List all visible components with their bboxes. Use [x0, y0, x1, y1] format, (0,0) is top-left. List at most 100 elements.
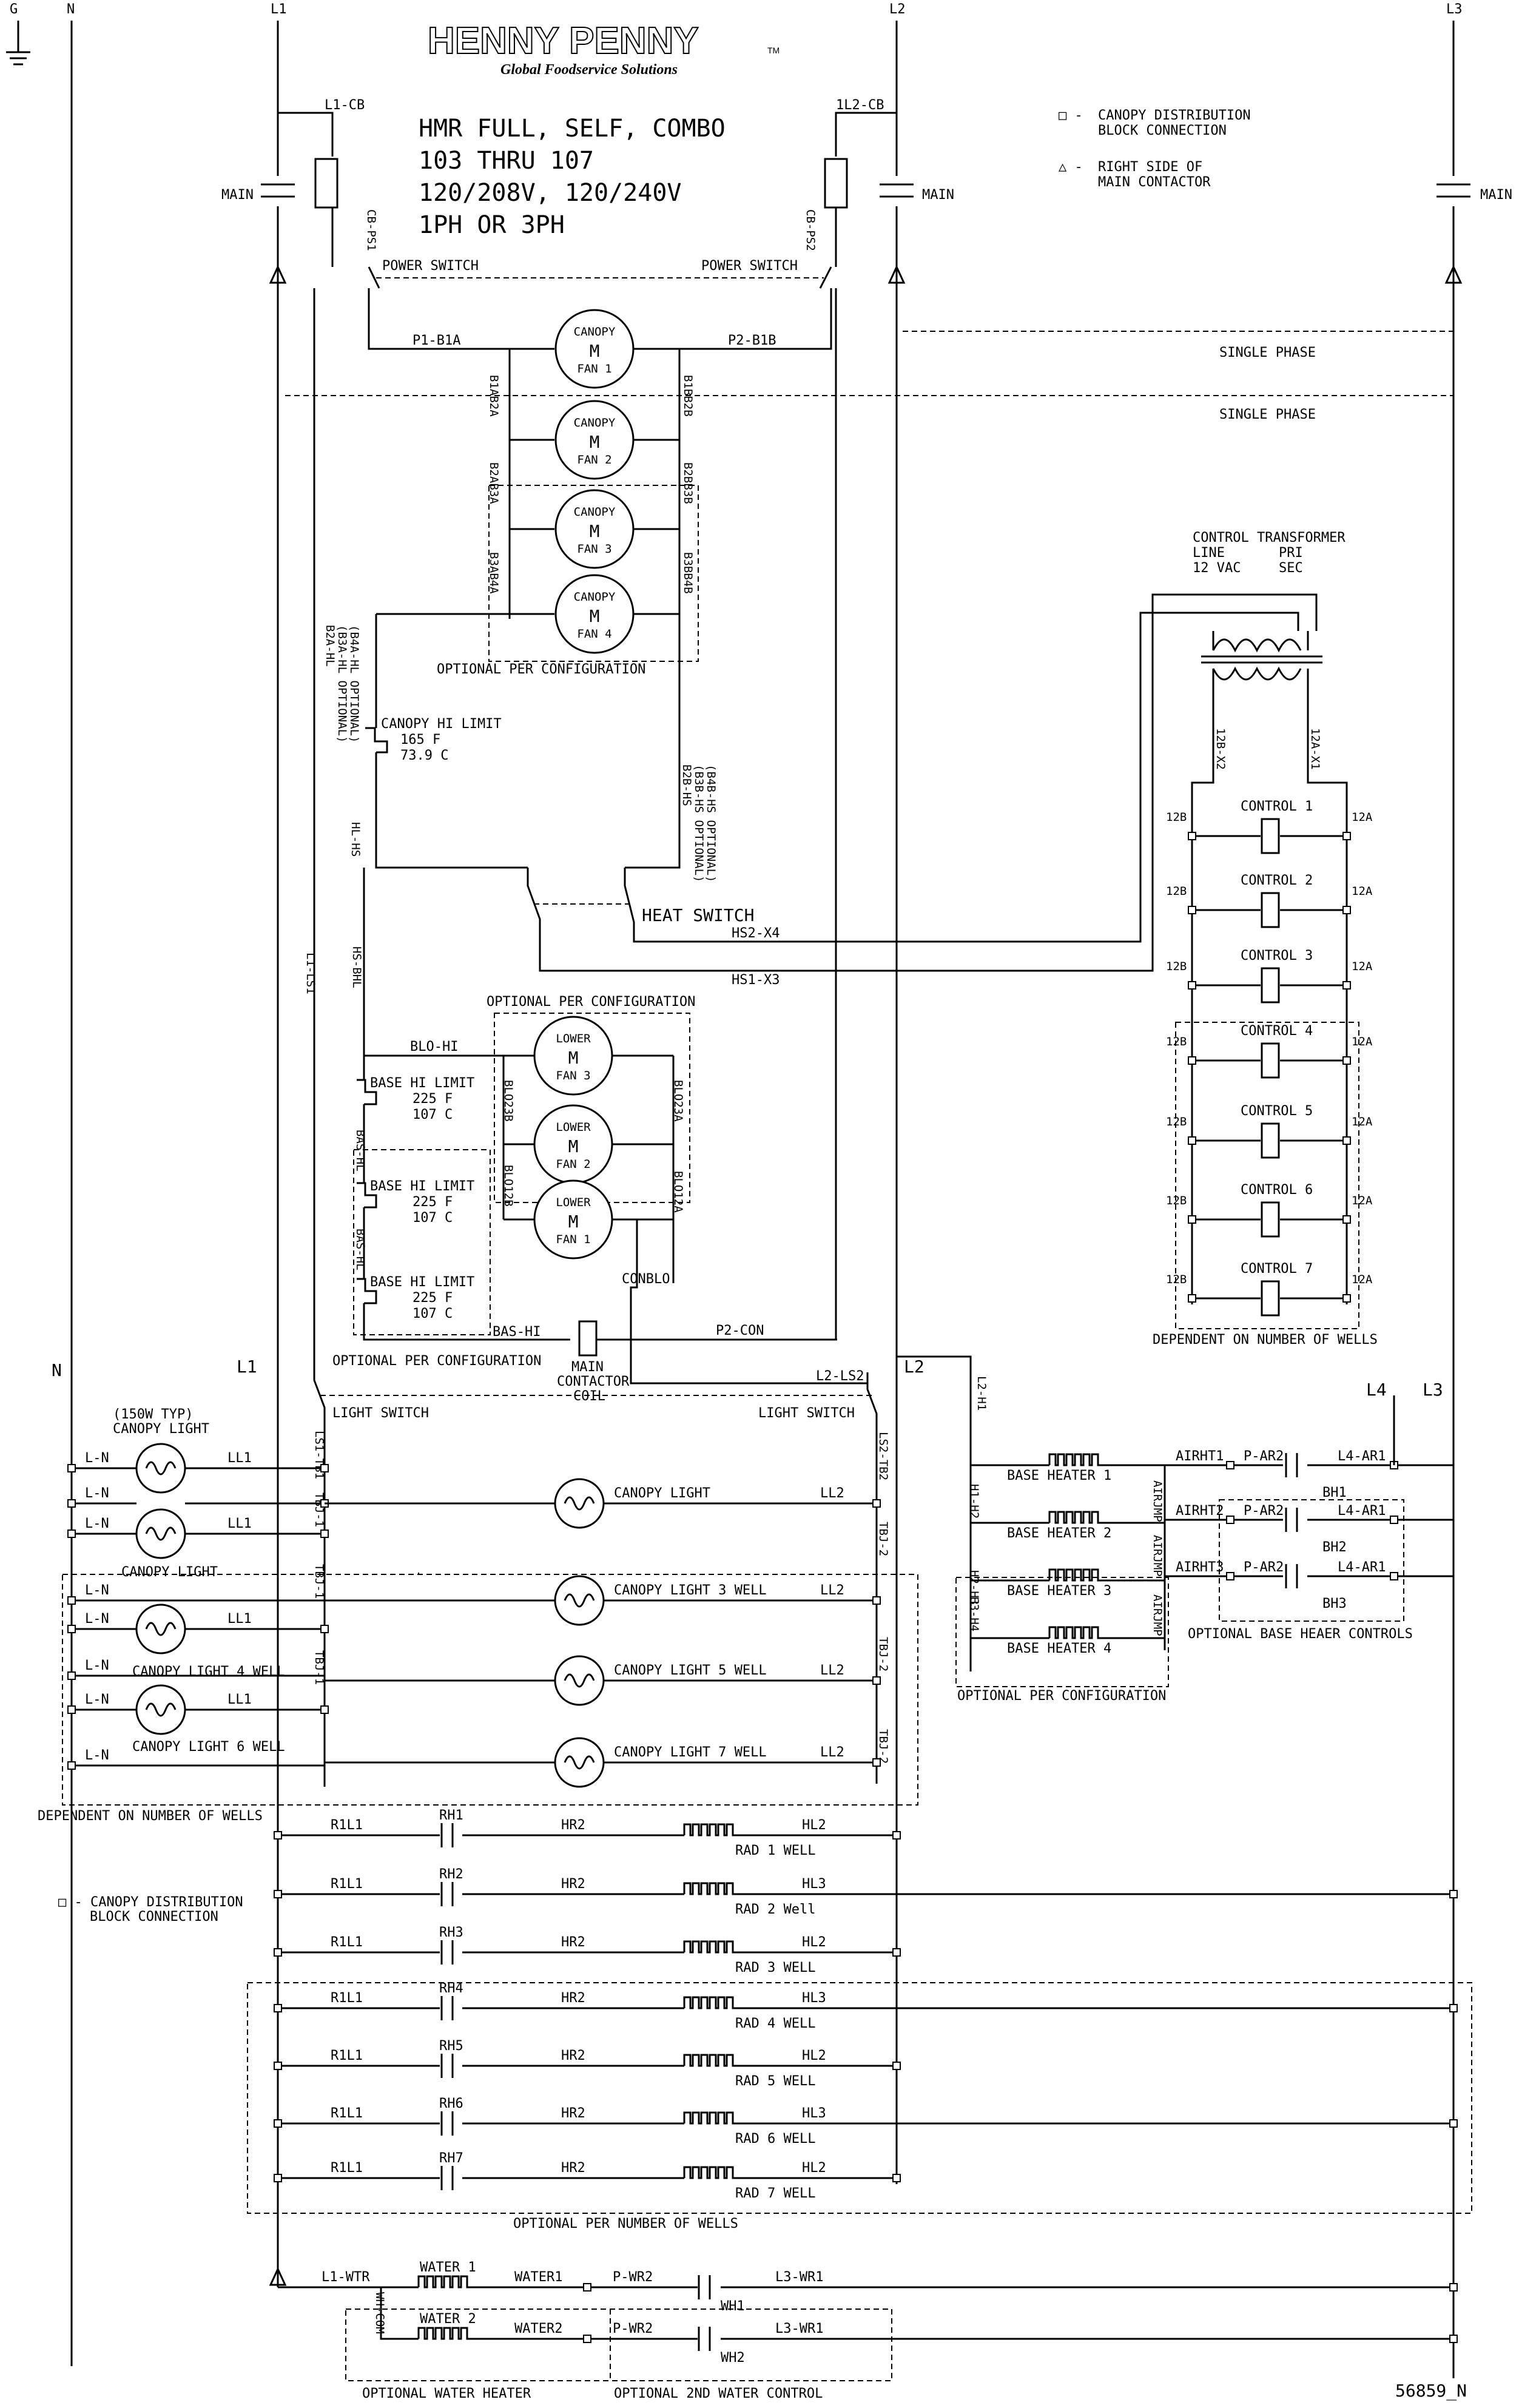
- water-section: L1-WTR WH-COM OPTIONAL WATER HEATER OPTI…: [278, 2260, 1467, 2401]
- rad-heater-element-icon: [683, 1882, 735, 1895]
- distribution-block-terminal: [320, 1625, 329, 1633]
- model-line-1: HMR FULL, SELF, COMBO: [419, 115, 726, 143]
- canopy-fan-1-bot: FAN 1: [577, 362, 611, 376]
- canopy-fan-3-m: M: [590, 521, 600, 541]
- distribution-block-terminal: [1342, 981, 1351, 990]
- distribution-block-terminal: [872, 1596, 881, 1605]
- base-heater-label: BASE HEATER 3: [1007, 1583, 1111, 1599]
- optional-controls-box: [1175, 1022, 1359, 1329]
- lower-fan-3-bot: FAN 3: [556, 1069, 590, 1082]
- distribution-block-terminal: [872, 1676, 881, 1685]
- model-line-4: 1PH OR 3PH: [419, 211, 565, 239]
- canopy-fan-2-top: CANOPY: [574, 416, 616, 430]
- water-heater-element-icon: [417, 2275, 470, 2288]
- transformer-12vac: 12 VAC: [1193, 561, 1241, 576]
- distribution-block-terminal: [67, 1499, 76, 1508]
- coil-label-2: CONTACTOR: [557, 1374, 630, 1389]
- lights-n-label: N: [52, 1360, 62, 1380]
- rad-label: RAD 6 WELL: [735, 2131, 815, 2147]
- bh-label: BH3: [1322, 1596, 1347, 1611]
- control-label: CONTROL 5: [1241, 1104, 1313, 1119]
- heat-switch-left-icon: [527, 593, 1318, 972]
- canopy-hi-limit-f: 165 F: [400, 732, 440, 747]
- rad-heater-element-icon: [683, 2166, 735, 2179]
- distribution-block-terminal: [1226, 1572, 1234, 1580]
- control-12a-label: 12A: [1352, 960, 1373, 973]
- canopy-fan-1-top: CANOPY: [574, 325, 616, 339]
- heat-section: B2A-HL (B3A-HL OPTIONAL) (B4A-HL OPTIONA…: [304, 593, 1318, 1056]
- breaker-right-icon: [824, 158, 848, 209]
- wh-label: WH2: [721, 2350, 745, 2366]
- rads-optional-label: OPTIONAL PER NUMBER OF WELLS: [513, 2216, 738, 2231]
- light-ln-label: L-N: [85, 1583, 109, 1598]
- legend-block-text-1: CANOPY DISTRIBUTION: [1098, 108, 1251, 123]
- optional-fan-box: [488, 485, 699, 662]
- lamp-filament-icon: [145, 1461, 177, 1475]
- lamp-filament-icon: [145, 1702, 177, 1717]
- base-control-feed: [1393, 1395, 1455, 1576]
- base-hi-limit-3-c: 107 C: [413, 1306, 453, 1321]
- doc-number: 56859_N: [1395, 2381, 1467, 2401]
- rad-contact-icon: [440, 1996, 454, 2020]
- transformer-title: CONTROL TRANSFORMER: [1193, 530, 1346, 545]
- control-12a-label: 12A: [1352, 885, 1373, 898]
- hl-label: HL3: [802, 2106, 826, 2121]
- light-ln-label: L-N: [85, 1611, 109, 1627]
- rh-label: RH1: [439, 1808, 463, 1823]
- wire-p2-b1b: P2-B1B: [728, 333, 776, 348]
- lights-l1-label: L1: [237, 1357, 257, 1377]
- light-ll1-label: LL1: [227, 1692, 252, 1707]
- distribution-block-terminal: [1390, 1516, 1398, 1524]
- airht-label: AIRHT3: [1176, 1560, 1224, 1575]
- distribution-block-terminal: [1226, 1516, 1234, 1524]
- coil-label-1: MAIN: [571, 1360, 604, 1375]
- canopy-fan-3-top: CANOPY: [574, 505, 616, 519]
- wh-label: WH1: [721, 2299, 745, 2314]
- distribution-block-terminal: [1342, 1056, 1351, 1065]
- h3-h4-label: H3-H4: [968, 1597, 981, 1631]
- airht-label: AIRHT1: [1176, 1449, 1224, 1464]
- distribution-block-terminal: [1342, 906, 1351, 914]
- base-heater-element-icon: [1048, 1453, 1100, 1466]
- light-ln-label: L-N: [85, 1748, 109, 1763]
- model-line-2: 103 THRU 107: [419, 147, 594, 175]
- control-12a-label: 12A: [1352, 1273, 1373, 1286]
- rad-heater-element-icon: [683, 2111, 735, 2125]
- lights-l2-label: L2: [904, 1357, 925, 1377]
- main-contactor-coil-icon: [578, 1320, 598, 1357]
- rh-label: RH5: [439, 2039, 463, 2054]
- rad-heater-element-icon: [683, 1996, 735, 2009]
- tbj2-label-3: TBJ-2: [877, 1729, 890, 1764]
- blo23b-label: BLO23B: [502, 1080, 515, 1122]
- water-p-label: P-WR2: [613, 2321, 653, 2336]
- light-ll1-label: LL1: [227, 1611, 252, 1627]
- base-hi-limit-1-c: 107 C: [413, 1107, 453, 1122]
- bus-label-l3: L3: [1446, 2, 1463, 17]
- control-12b-label: 12B: [1166, 1035, 1187, 1048]
- bh-label: BH1: [1322, 1485, 1347, 1500]
- hl-label: HL2: [802, 1818, 826, 1833]
- r1l1-label: R1L1: [331, 1818, 363, 1833]
- distribution-block-terminal: [1342, 832, 1351, 840]
- lower-fan-3-top: LOWER: [556, 1032, 591, 1045]
- light-ln-label: L-N: [85, 1486, 109, 1501]
- distribution-block-terminal: [1342, 1294, 1351, 1303]
- control-coil-icon: [1261, 818, 1280, 854]
- p2-con-label: P2-CON: [716, 1323, 764, 1338]
- control-coil-icon: [1261, 1042, 1280, 1079]
- main-label-l3: MAIN: [1480, 187, 1512, 203]
- control-label: CONTROL 7: [1241, 1261, 1313, 1277]
- base-heater-label: BASE HEATER 1: [1007, 1468, 1111, 1483]
- control-12a-label: 12A: [1352, 1035, 1373, 1048]
- rad-heater-element-icon: [683, 2054, 735, 2067]
- light-switch-label-right: LIGHT SWITCH: [758, 1406, 855, 1421]
- bus-label-n: N: [67, 2, 75, 17]
- distribution-block-terminal: [274, 2174, 282, 2182]
- main-contactor-triangle-icon: [269, 2267, 287, 2286]
- distribution-block-terminal: [1390, 1572, 1398, 1580]
- blo-hi-label: BLO-HI: [410, 1039, 458, 1054]
- light-ll2-label: LL2: [820, 1486, 844, 1501]
